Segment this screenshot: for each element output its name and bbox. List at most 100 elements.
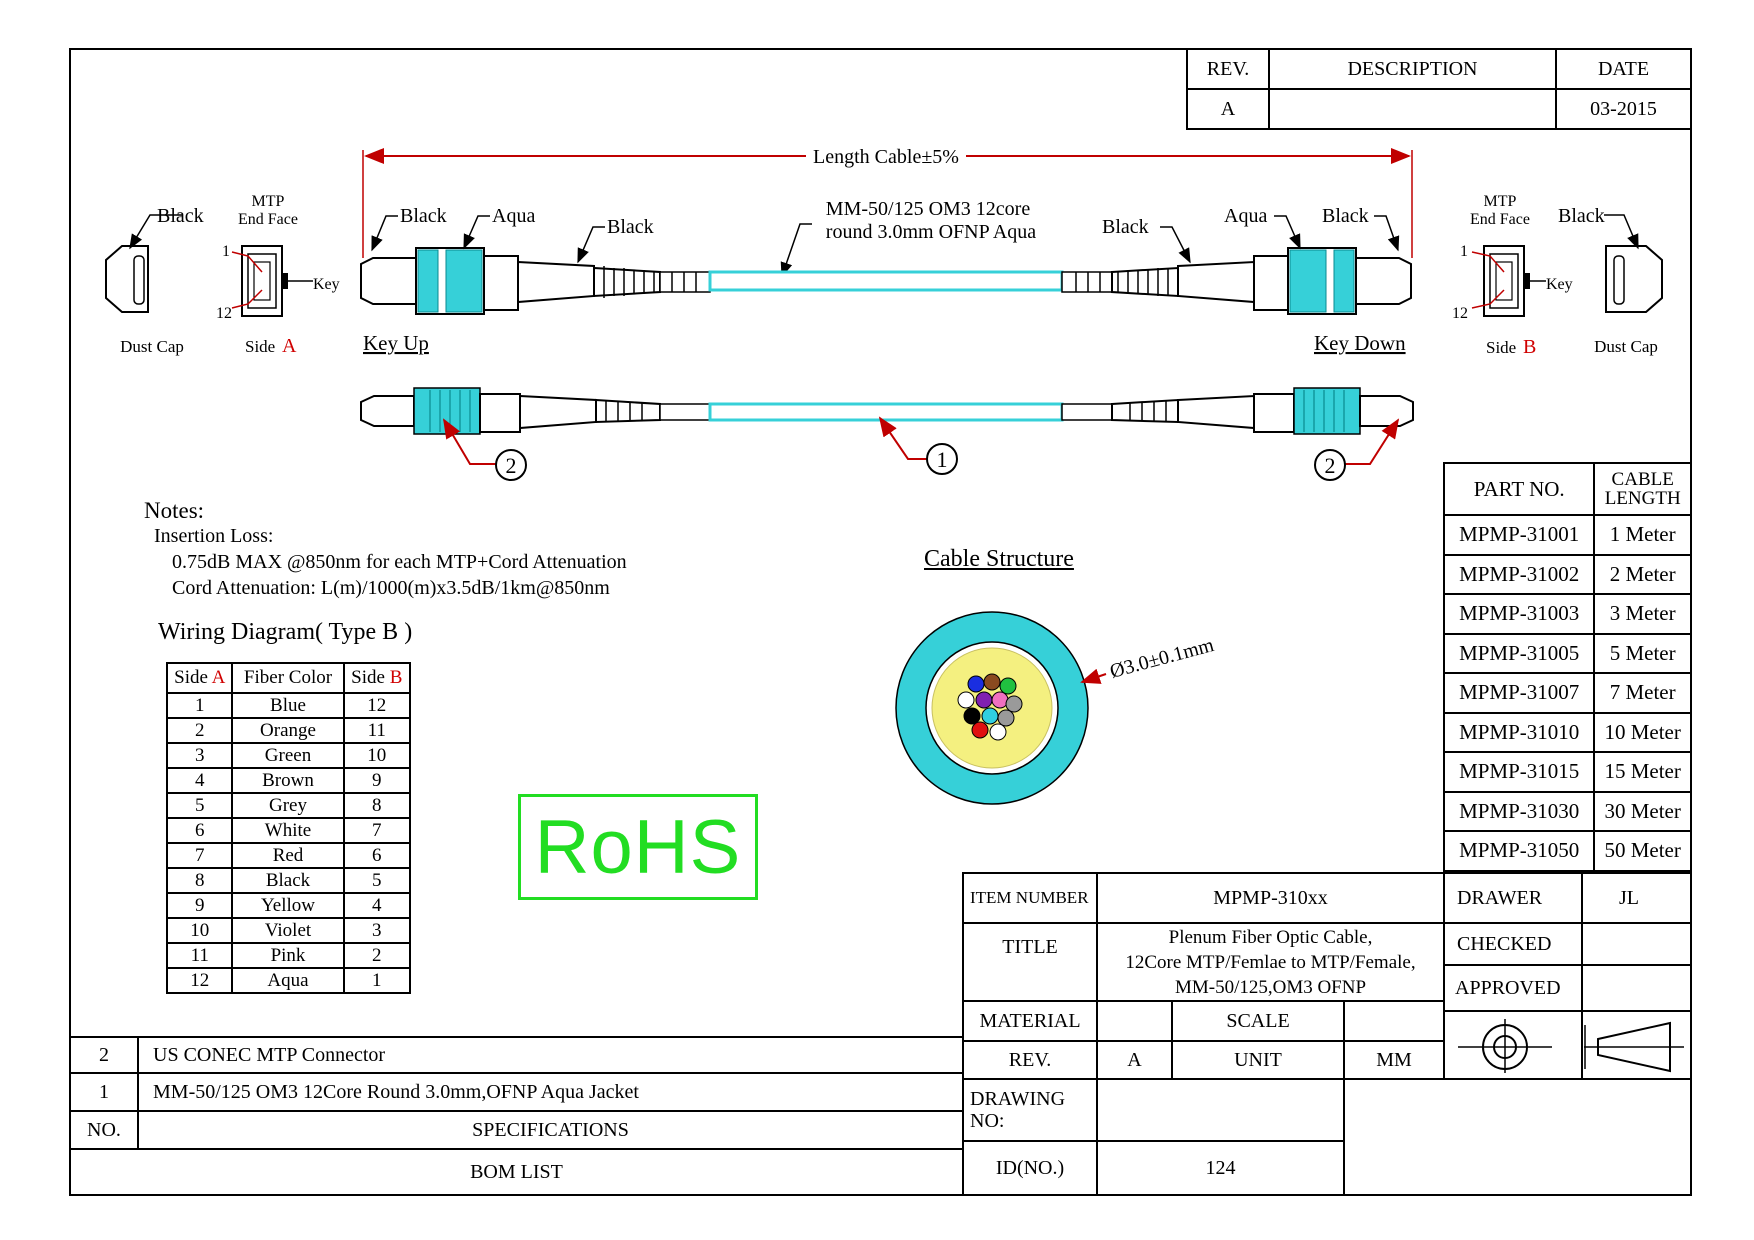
id-label: ID(NO.) (962, 1140, 1098, 1196)
fiber-bundle (957, 673, 1023, 741)
wiring-side-a-cell: 6 (165, 817, 234, 844)
wiring-color-cell: Green (231, 742, 345, 769)
bom-row-2-spec: US CONEC MTP Connector (137, 1036, 964, 1074)
right-end-face: MTP End Face 1 12 Key Side B (1452, 193, 1573, 358)
notes-title: Notes: (144, 498, 205, 523)
date-value: 03-2015 (1555, 88, 1692, 130)
cable-structure-title: Cable Structure (924, 546, 1074, 572)
wiring-side-a-cell: 12 (165, 967, 234, 994)
cable-length-cell: 10 Meter (1593, 711, 1692, 753)
drawer-label: DRAWER (1443, 872, 1583, 924)
svg-text:Key Up: Key Up (363, 331, 429, 355)
cable-length-cell: 1 Meter (1593, 514, 1692, 556)
approved-label: APPROVED (1443, 964, 1583, 1012)
wiring-color-cell: Blue (231, 692, 345, 719)
svg-text:1: 1 (222, 243, 230, 260)
fiber-dot (997, 709, 1015, 727)
wiring-header-fiber: Fiber Color (231, 662, 345, 694)
callout-2-right: 2 (1325, 453, 1336, 478)
part-number-cell: MPMP-31003 (1442, 593, 1596, 635)
wiring-side-a-cell: 7 (165, 842, 234, 869)
bom-row-1-no: 1 (69, 1072, 139, 1112)
fiber-dot (999, 677, 1017, 695)
fiber-dot (991, 691, 1009, 709)
wiring-side-a-cell: 5 (165, 792, 234, 819)
left-end-face: MTP End Face 1 12 Key Side A (216, 193, 340, 357)
projection-divider (1581, 1010, 1583, 1080)
svg-text:Black: Black (1322, 205, 1369, 227)
svg-text:End Face: End Face (1470, 211, 1530, 228)
cable-assembly-drawing: Length Cable±5% MM-50/125 OM3 12core rou… (105, 146, 1663, 481)
right-dust-cap: Black Dust Cap (1558, 205, 1663, 356)
svg-text:Black: Black (607, 216, 654, 238)
wiring-color-cell: Pink (231, 942, 345, 969)
fiber-dot (981, 707, 999, 725)
wiring-side-b-cell: 5 (342, 867, 412, 894)
fiber-dot (983, 673, 1001, 691)
third-angle-projection-icon (1457, 1019, 1684, 1073)
item-number-label: ITEM NUMBER (962, 872, 1098, 924)
fiber-dot (967, 675, 985, 693)
side-view-assembly: 2 1 2 (360, 387, 1414, 481)
material-label: MATERIAL (962, 1000, 1098, 1042)
rohs-badge: RoHS (518, 794, 758, 900)
right-mtp-connector: Black Aqua Black Key Down (1061, 205, 1412, 355)
cable-length-cell: 3 Meter (1593, 593, 1692, 635)
svg-text:Black: Black (1102, 216, 1149, 238)
diameter-label: Ø3.0±0.1mm (1108, 634, 1217, 683)
rev-value-tb: A (1096, 1040, 1173, 1080)
part-number-cell: MPMP-31005 (1442, 632, 1596, 674)
wiring-color-cell: Yellow (231, 892, 345, 919)
projection-symbol-cell (1443, 1010, 1692, 1080)
part-number-cell: MPMP-31030 (1442, 790, 1596, 832)
svg-text:Dust Cap: Dust Cap (120, 337, 184, 356)
svg-text:A: A (282, 335, 297, 357)
wiring-side-b-cell: 9 (342, 767, 412, 794)
svg-text:MTP: MTP (1484, 193, 1517, 210)
wiring-side-b-cell: 1 (342, 967, 412, 994)
wiring-header-side-b: Side B (342, 662, 412, 694)
wiring-side-b-cell: 7 (342, 817, 412, 844)
part-number-cell: MPMP-31007 (1442, 672, 1596, 714)
title-value: Plenum Fiber Optic Cable, 12Core MTP/Fem… (1096, 922, 1445, 1002)
svg-text:Key: Key (1546, 276, 1573, 293)
rohs-text: RoHS (534, 804, 742, 890)
notes-line3: Cord Attenuation: L(m)/1000(m)x3.5dB/1km… (172, 577, 610, 599)
wiring-side-a-cell: 1 (165, 692, 234, 719)
wiring-side-b-cell: 3 (342, 917, 412, 944)
wiring-side-a-cell: 8 (165, 867, 234, 894)
wiring-side-b-cell: 12 (342, 692, 412, 719)
fiber-dot (1005, 695, 1023, 713)
scale-label: SCALE (1171, 1000, 1345, 1042)
wiring-header-side-a: Side A (165, 662, 234, 694)
wiring-side-a-cell: 11 (165, 942, 234, 969)
wiring-color-cell: White (231, 817, 345, 844)
callout-2-left: 2 (506, 453, 517, 478)
wiring-color-cell: Brown (231, 767, 345, 794)
wiring-color-cell: Red (231, 842, 345, 869)
scale-value (1343, 1000, 1445, 1042)
svg-text:Key Down: Key Down (1314, 331, 1406, 355)
wiring-side-b-cell: 2 (342, 942, 412, 969)
id-value: 124 (1096, 1140, 1345, 1196)
svg-text:Black: Black (1558, 205, 1605, 227)
unit-value: MM (1343, 1040, 1445, 1080)
